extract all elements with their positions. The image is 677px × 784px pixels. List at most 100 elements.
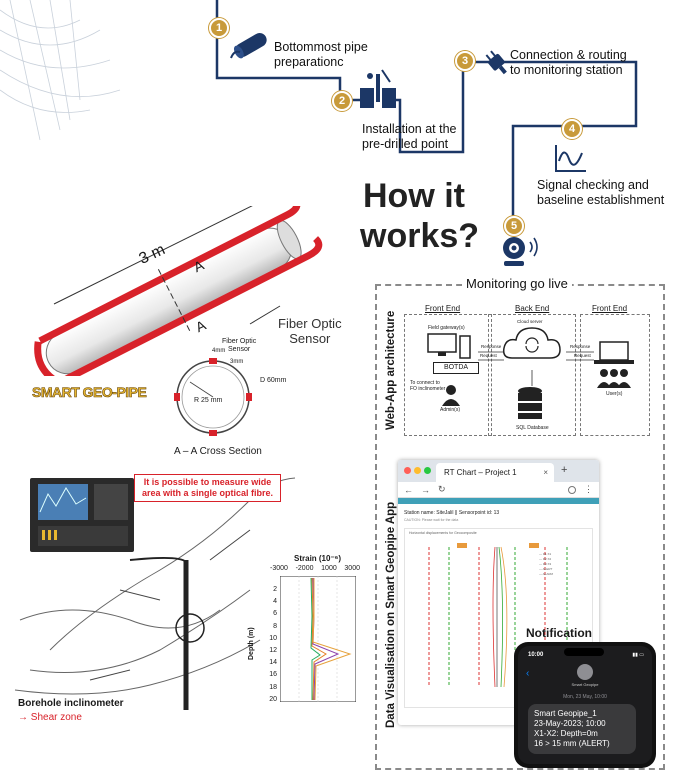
station-text: Station name: SiteJalil || Sensorpoint i… [404, 510, 500, 516]
svg-text:— ALARM: — ALARM [539, 572, 554, 576]
forward-arrow-icon[interactable]: → [421, 484, 430, 495]
cross-diameter-label: D 60mm [260, 377, 287, 384]
computer-icon [427, 333, 471, 359]
webapp-arrows [478, 351, 594, 386]
svg-text:— D1 X1: — D1 X1 [539, 552, 552, 556]
contact-name: Smart Geopipe [571, 682, 599, 687]
tab-title: RT Chart – Project 1 [444, 468, 517, 477]
hint-text: CAUTION: Please wait for the data [404, 518, 459, 522]
cloud-server-icon [502, 327, 561, 359]
cross-section-caption: A – A Cross Section [174, 446, 262, 457]
signal-wave-icon [555, 145, 586, 172]
window-controls [404, 467, 431, 474]
menu-icon[interactable]: ⋮ [584, 484, 593, 494]
laptop-icon [594, 341, 634, 364]
contact-avatar [577, 664, 593, 680]
alert-message: Smart Geopipe_1 23-May-2023; 10:00 X1-X2… [528, 704, 636, 754]
depth-axis-label: Depth (m) [248, 627, 255, 660]
back-chevron-icon[interactable]: ‹ [526, 668, 530, 679]
frontend-right-title: Front End [592, 304, 628, 313]
profile-icon[interactable] [568, 485, 576, 494]
message-date: Mon, 23 May, 10:00 [563, 694, 607, 700]
backend-box [488, 314, 576, 436]
phone-time: 10:00 [528, 652, 544, 658]
database-label: SQL Database [516, 425, 549, 431]
app-side-label: Data Visualisation on Smart Geopipe App [385, 501, 397, 728]
field-gateways-label: Field gateway(s) [428, 325, 465, 331]
app-header-bar [398, 498, 599, 504]
cross-section-diagram [174, 358, 252, 436]
users-label: User(s) [606, 391, 623, 397]
response-label-left: Response [481, 344, 502, 349]
svg-text:— D3 X3: — D3 X3 [539, 562, 552, 566]
monitoring-label: Monitoring go live [462, 276, 572, 291]
botda-device-image [30, 478, 134, 552]
browser-tab[interactable]: RT Chart – Project 1 × [436, 463, 554, 482]
botda-box: BOTDA [433, 362, 479, 374]
database-icon [518, 387, 542, 419]
cloud-label: Cloud server [517, 319, 543, 324]
step-1-badge: 1 [209, 18, 229, 38]
browser-window: RT Chart – Project 1 × + ← → ↻ ⋮ Station… [398, 460, 599, 725]
close-dot-icon[interactable] [404, 467, 411, 474]
shear-zone-legend: → Shear zone [18, 712, 82, 723]
strain-chart-title: Strain (10⁻⁶) [294, 554, 342, 563]
cross-radius-label: R 25 mm [194, 397, 223, 404]
back-arrow-icon[interactable]: ← [404, 484, 413, 495]
browser-toolbar: ← → ↻ ⋮ [398, 482, 599, 498]
step-3-badge: 3 [455, 51, 475, 71]
webapp-side-label: Web-App architecture [385, 310, 397, 430]
frontend-left-box [404, 314, 492, 436]
frontend-right-box [580, 314, 650, 436]
phone-notch [564, 648, 604, 656]
status-icons: ▮▮ ▭ [632, 652, 644, 658]
drilling-rig-icon [360, 69, 396, 108]
notification-heading: Notification [526, 626, 592, 640]
page-title: How it works? [360, 177, 480, 255]
svg-text:— ALERT: — ALERT [539, 567, 552, 571]
tab-close-icon[interactable]: × [543, 468, 548, 477]
strain-plot [280, 576, 356, 702]
decorative-sketch [0, 0, 121, 141]
reload-icon[interactable]: ↻ [438, 484, 446, 494]
browser-tab-bar: RT Chart – Project 1 × + [398, 460, 599, 482]
webcam-icon [503, 237, 538, 266]
new-tab-button[interactable]: + [561, 464, 568, 476]
pipe-icon [230, 33, 267, 59]
geo-pipe-diagram [34, 206, 323, 376]
minimize-dot-icon[interactable] [414, 467, 421, 474]
chart-title: Horizontal displacements for Geocomposit… [409, 531, 477, 535]
step-2-badge: 2 [332, 91, 352, 111]
phone: 10:00 ▮▮ ▭ ‹ Smart Geopipe Mon, 23 May, … [514, 642, 656, 768]
request-label-right: Request [574, 353, 591, 358]
frontend-left-title: Front End [425, 304, 461, 313]
admin-label: Admin(s) [440, 407, 461, 413]
phone-screen: 10:00 ▮▮ ▭ ‹ Smart Geopipe Mon, 23 May, … [518, 646, 652, 764]
svg-text:— D2 X2: — D2 X2 [539, 557, 552, 561]
admin-icon [442, 385, 460, 406]
backend-title: Back End [515, 304, 550, 313]
cross-top-dim: 4mm [212, 348, 226, 354]
process-flow-line [215, 0, 638, 228]
request-label-left: Request [480, 353, 497, 358]
borehole-legend-title: Borehole inclinometer [18, 698, 124, 709]
step-5-badge: 5 [504, 216, 524, 236]
response-label-right: Response [570, 344, 591, 349]
plug-icon [485, 50, 507, 75]
users-icon [597, 369, 631, 388]
arrow-right-icon: → [18, 712, 31, 723]
cross-gap-dim: 3mm [230, 359, 244, 365]
brand-logo: SMART GEO-PIPE [32, 384, 147, 401]
maximize-dot-icon[interactable] [424, 467, 431, 474]
step-4-badge: 4 [562, 119, 582, 139]
